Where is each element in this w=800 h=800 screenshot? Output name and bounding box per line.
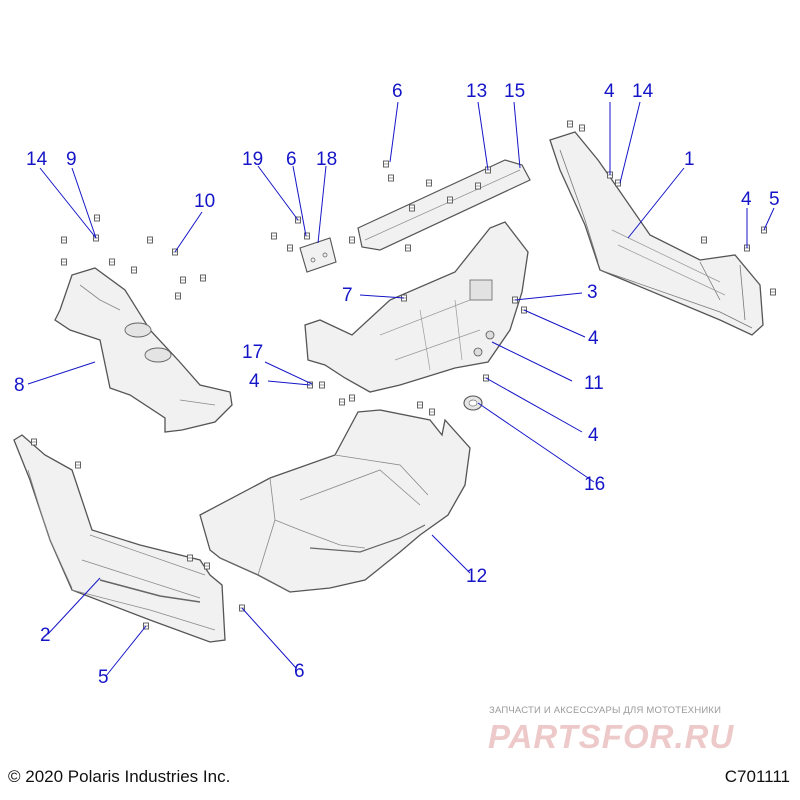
callout-8: 8	[14, 375, 25, 396]
callout-4: 4	[588, 425, 599, 446]
callout-3: 3	[587, 282, 598, 303]
callout-6: 6	[286, 149, 297, 170]
floor-tub	[199, 409, 471, 593]
callout-7: 7	[342, 285, 353, 306]
callout-11: 11	[584, 373, 604, 394]
callout-15: 15	[504, 81, 526, 102]
callout-13: 13	[466, 81, 488, 102]
callout-2: 2	[40, 625, 51, 646]
callout-9: 9	[66, 149, 77, 170]
right-rocker-panel	[549, 131, 764, 336]
callout-14: 14	[632, 81, 654, 102]
callout-6: 6	[294, 661, 305, 682]
callout-16: 16	[584, 474, 606, 495]
callout-6: 6	[392, 81, 403, 102]
leader-lines	[27, 101, 775, 677]
rear-wall-panel	[304, 221, 529, 393]
copyright-text: © 2020 Polaris Industries Inc.	[8, 767, 231, 786]
watermark-logo: PARTSFOR.RU	[488, 718, 735, 755]
callout-12: 12	[466, 566, 488, 587]
diagram-reference-code: C701111	[724, 767, 790, 786]
callout-4: 4	[604, 81, 615, 102]
callout-10: 10	[194, 191, 216, 212]
grommet	[463, 395, 483, 411]
callout-4: 4	[741, 189, 752, 210]
callout-17: 17	[242, 342, 264, 363]
callout-1: 1	[684, 149, 695, 170]
watermark-tagline: ЗАПЧАСТИ И АКСЕССУАРЫ ДЛЯ МОТОТЕХНИКИ	[489, 705, 722, 716]
bracket	[299, 237, 337, 273]
callout-18: 18	[316, 149, 338, 170]
left-rocker-panel	[13, 434, 226, 643]
seal-strip	[357, 159, 531, 251]
callout-5: 5	[769, 189, 780, 210]
callout-19: 19	[242, 149, 264, 170]
center-console	[54, 267, 233, 433]
callout-14: 14	[26, 149, 48, 170]
callout-4: 4	[249, 371, 260, 392]
callout-5: 5	[98, 667, 109, 688]
callout-4: 4	[588, 328, 599, 349]
